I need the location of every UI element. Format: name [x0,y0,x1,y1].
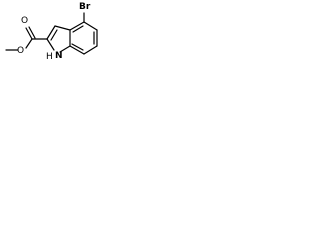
bond-n1-c7a [59,45,71,53]
bond-c7-c7a-inner [71,43,84,51]
bond-carbonyl-o-double-b [28,26,36,39]
bond-c3-c2 [46,25,56,40]
bond-c2-n1 [46,38,55,51]
bond-c6-c7 [83,45,98,55]
bromine-label: Br [79,2,91,12]
bond-c4-c5 [83,21,98,31]
bond-c3a-c3 [54,25,71,31]
bond-c7-c7a [69,45,85,55]
bond-carbonyl-o-double-a [25,27,33,40]
ester-oxygen-label: O [17,46,24,56]
pyrrole-ring [46,25,71,53]
bond-c3a-c4-inner [72,25,84,33]
ring-nitrogen-hydrogen-label: H [46,52,53,62]
molecule-diagram: Br N H O O [5,2,98,62]
bond-c3-c2-inner [50,29,58,41]
bond-carbonyl-ester-o [25,38,33,49]
ring-nitrogen-label: N [55,51,63,61]
ester-group [5,26,48,51]
bond-c3a-c4 [69,21,85,31]
carbonyl-oxygen-label: O [21,16,28,26]
benzene-ring [69,21,98,55]
